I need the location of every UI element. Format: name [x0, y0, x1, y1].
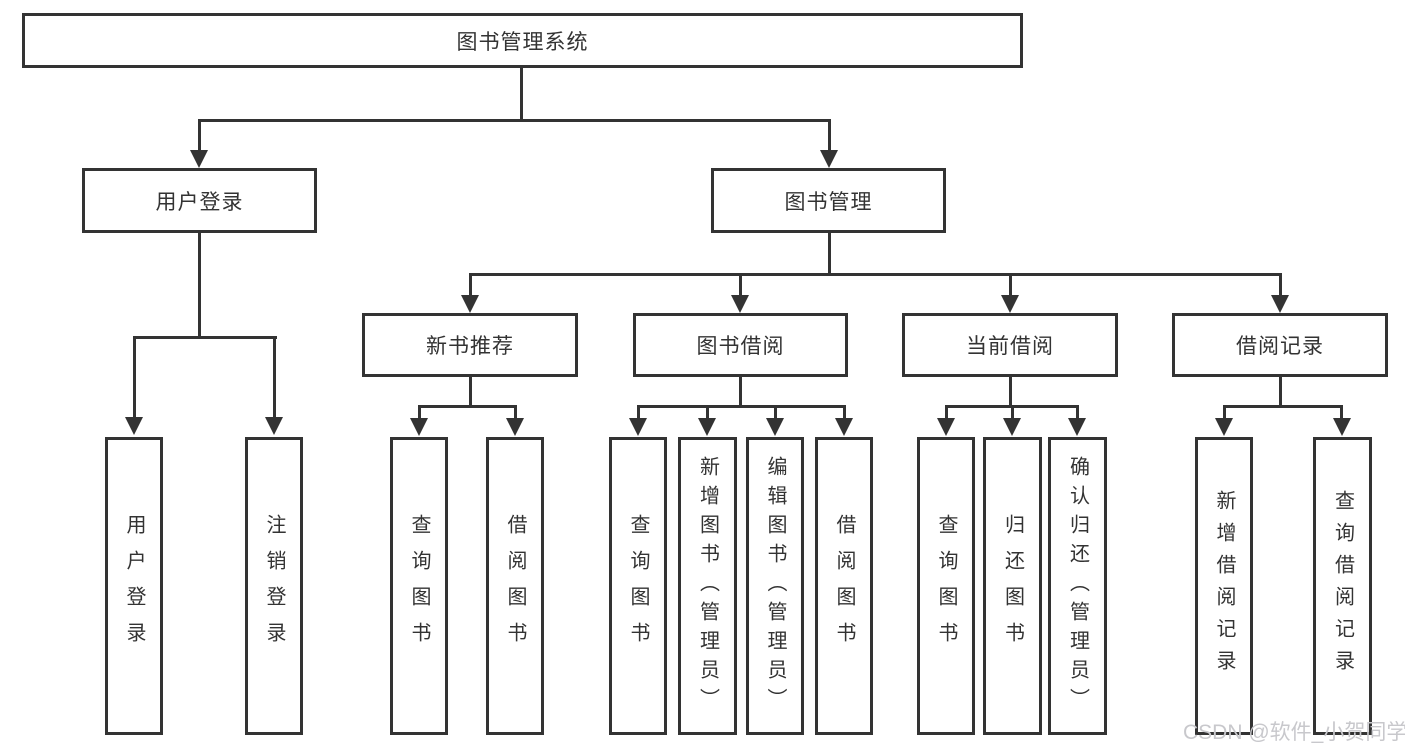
- connector-line: [637, 405, 845, 408]
- connector-line: [469, 273, 1282, 276]
- connector-line: [198, 233, 201, 339]
- connector-line: [1009, 377, 1012, 408]
- connector-line: [469, 273, 472, 297]
- node-label: 当前借阅: [966, 335, 1054, 358]
- leaf-borrow-books-2: 借阅图书: [815, 437, 873, 735]
- leaf-label: 查询借阅记录: [1331, 490, 1354, 682]
- leaf-label: 查询图书: [627, 514, 649, 658]
- node-label: 图书管理: [784, 190, 873, 214]
- leaf-label: 归还图书: [1001, 514, 1024, 658]
- node-label: 图书借阅: [696, 335, 785, 358]
- node-label: 图书管理系统: [456, 30, 589, 54]
- connector-line: [418, 405, 516, 408]
- node-new-book-recommend: 新书推荐: [362, 313, 578, 377]
- leaf-confirm-return-admin: 确认归还（管理员）: [1048, 437, 1107, 735]
- leaf-label: 新增图书（管理员）: [696, 455, 719, 717]
- leaf-query-books-3: 查询图书: [917, 437, 975, 735]
- leaf-logout: 注销登录: [245, 437, 303, 735]
- connector-line: [273, 336, 276, 419]
- leaf-label: 借阅图书: [504, 514, 526, 658]
- arrow-down-icon: [506, 418, 524, 436]
- arrow-down-icon: [731, 295, 749, 313]
- connector-line: [133, 336, 136, 419]
- connector-line: [1223, 405, 1343, 408]
- connector-line: [198, 119, 831, 122]
- arrow-down-icon: [1215, 418, 1233, 436]
- connector-line: [469, 377, 472, 408]
- connector-line: [828, 233, 831, 276]
- node-current-borrow: 当前借阅: [902, 313, 1118, 377]
- arrow-down-icon: [1003, 418, 1021, 436]
- arrow-down-icon: [125, 417, 143, 435]
- leaf-label: 注销登录: [263, 514, 285, 658]
- connector-line: [1076, 405, 1079, 420]
- connector-line: [1011, 405, 1014, 420]
- node-book-management-system: 图书管理系统: [22, 13, 1023, 68]
- arrow-down-icon: [698, 418, 716, 436]
- node-borrow-record: 借阅记录: [1172, 313, 1388, 377]
- arrow-down-icon: [1068, 418, 1086, 436]
- connector-line: [1223, 405, 1226, 420]
- arrow-down-icon: [766, 418, 784, 436]
- connector-line: [1279, 273, 1282, 297]
- arrow-down-icon: [410, 418, 428, 436]
- arrow-down-icon: [937, 418, 955, 436]
- arrow-down-icon: [629, 418, 647, 436]
- connector-line: [739, 377, 742, 408]
- connector-line: [739, 273, 742, 297]
- node-label: 用户登录: [155, 190, 244, 214]
- csdn-watermark: CSDN @软件_小贺同学: [1183, 721, 1405, 744]
- connector-line: [418, 405, 421, 420]
- leaf-label: 确认归还（管理员）: [1066, 455, 1089, 717]
- connector-line: [828, 119, 831, 152]
- arrow-down-icon: [265, 417, 283, 435]
- leaf-return-books: 归还图书: [983, 437, 1042, 735]
- leaf-edit-books-admin: 编辑图书（管理员）: [746, 437, 804, 735]
- arrow-down-icon: [1271, 295, 1289, 313]
- connector-line: [133, 336, 277, 339]
- connector-line: [520, 68, 523, 121]
- connector-line: [198, 119, 201, 152]
- node-user-login-branch: 用户登录: [82, 168, 317, 233]
- leaf-query-books-2: 查询图书: [609, 437, 667, 735]
- arrow-down-icon: [461, 295, 479, 313]
- connector-line: [706, 405, 709, 420]
- leaf-label: 用户登录: [123, 514, 145, 658]
- connector-line: [843, 405, 846, 420]
- node-book-management-branch: 图书管理: [711, 168, 946, 233]
- leaf-add-borrow-record: 新增借阅记录: [1195, 437, 1253, 735]
- node-label: 借阅记录: [1236, 335, 1324, 358]
- arrow-down-icon: [1333, 418, 1351, 436]
- node-label: 新书推荐: [426, 335, 514, 358]
- connector-line: [1340, 405, 1343, 420]
- arrow-down-icon: [835, 418, 853, 436]
- arrow-down-icon: [820, 150, 838, 168]
- connector-line: [637, 405, 640, 420]
- leaf-query-books-1: 查询图书: [390, 437, 448, 735]
- connector-line: [514, 405, 517, 420]
- leaf-label: 查询图书: [408, 514, 430, 658]
- leaf-add-books-admin: 新增图书（管理员）: [678, 437, 737, 735]
- leaf-borrow-books-1: 借阅图书: [486, 437, 544, 735]
- leaf-query-borrow-record: 查询借阅记录: [1313, 437, 1372, 735]
- node-book-borrow: 图书借阅: [633, 313, 848, 377]
- connector-line: [945, 405, 948, 420]
- connector-line: [774, 405, 777, 420]
- arrow-down-icon: [1001, 295, 1019, 313]
- arrow-down-icon: [190, 150, 208, 168]
- leaf-label: 查询图书: [935, 514, 957, 658]
- connector-line: [1009, 273, 1012, 297]
- leaf-label: 借阅图书: [833, 514, 855, 658]
- leaf-label: 新增借阅记录: [1213, 490, 1235, 682]
- leaf-user-login: 用户登录: [105, 437, 163, 735]
- connector-line: [1279, 377, 1282, 408]
- leaf-label: 编辑图书（管理员）: [764, 455, 786, 717]
